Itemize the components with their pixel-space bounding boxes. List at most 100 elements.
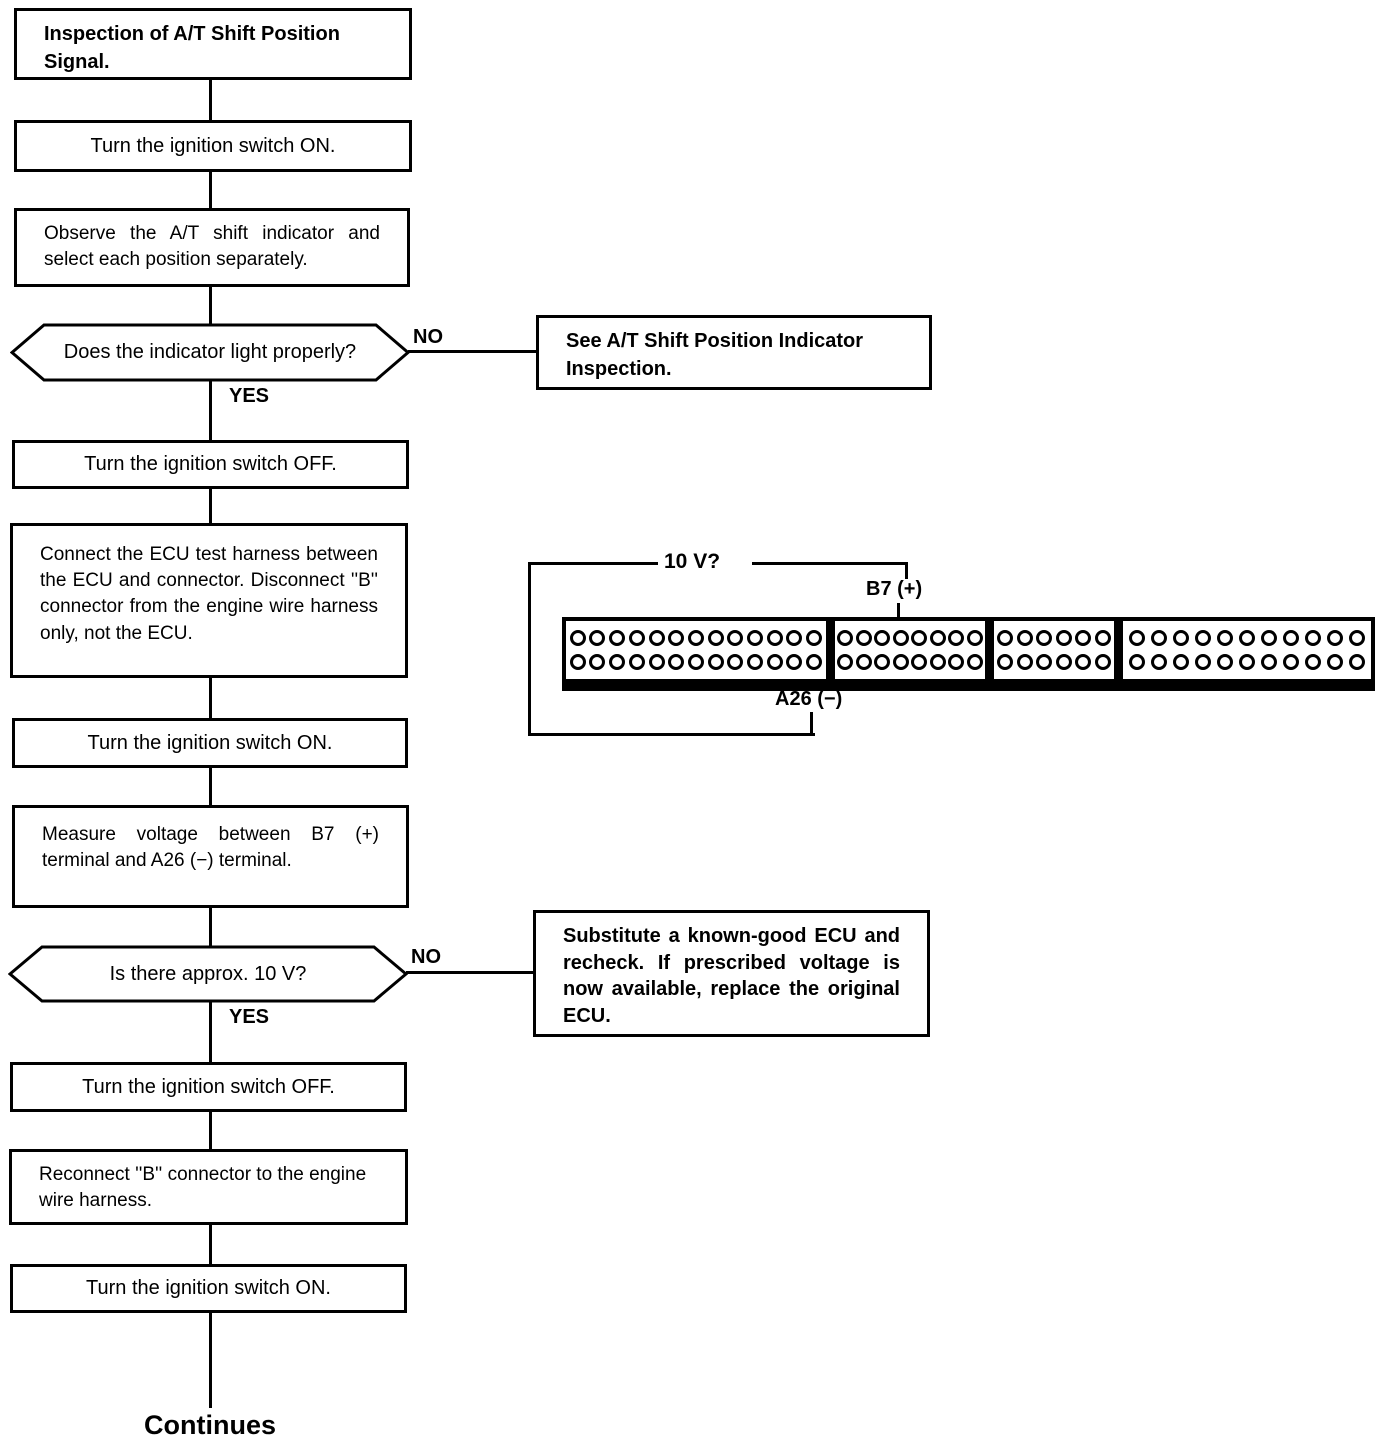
connector-pin <box>707 629 724 646</box>
connector-pin <box>1129 654 1145 671</box>
decision-label: Does the indicator light properly? <box>63 341 357 363</box>
step-connect-test-harness: Connect the ECU test harness between the… <box>10 523 408 678</box>
connector-pin <box>668 629 685 646</box>
connector-pin <box>1075 654 1092 671</box>
connector-pin <box>806 654 823 671</box>
step-ignition-on-1: Turn the ignition switch ON. <box>14 120 412 172</box>
flow-line <box>209 677 212 720</box>
connector-pin <box>1283 629 1299 646</box>
connector-section <box>835 621 985 679</box>
a26-pin-pointer-line <box>810 712 813 735</box>
connector-pin <box>1239 629 1255 646</box>
connector-pin <box>997 654 1014 671</box>
connector-pin <box>609 654 626 671</box>
connector-pin <box>1283 654 1299 671</box>
step-label: Turn the ignition switch ON. <box>86 1277 331 1299</box>
connector-pin <box>609 629 626 646</box>
connector-pin <box>786 629 803 646</box>
connector-pin <box>1055 629 1072 646</box>
connector-pin <box>628 629 645 646</box>
connector-pin <box>687 654 704 671</box>
connector-pin <box>1151 654 1167 671</box>
step-ignition-on-2: Turn the ignition switch ON. <box>12 718 408 768</box>
step-label: Connect the ECU test harness between the… <box>40 544 378 644</box>
connector-pin <box>747 629 764 646</box>
result-see-indicator-inspection: See A/T Shift Position Indicator Inspect… <box>536 315 932 390</box>
connector-pin <box>1305 629 1321 646</box>
connector-pin <box>1094 654 1111 671</box>
step-label: Reconnect ''B'' connector to the engine … <box>39 1164 367 1212</box>
connector-pin <box>648 629 665 646</box>
connector-pin <box>911 654 928 671</box>
negative-terminal-label: A26 (−) <box>775 688 843 710</box>
connector-pin <box>1055 654 1072 671</box>
connector-pin <box>747 654 764 671</box>
connector-pin <box>855 629 872 646</box>
connector-pin <box>1239 654 1255 671</box>
step-label: Turn the ignition switch ON. <box>90 134 336 157</box>
connector-pin <box>911 629 928 646</box>
connector-pin <box>929 654 946 671</box>
yes-edge-label: YES <box>229 385 270 407</box>
connector-pin-row <box>566 629 826 646</box>
flow-line <box>209 908 212 947</box>
connector-section <box>994 621 1114 679</box>
continues-label: Continues <box>144 1410 276 1440</box>
no-edge-label: NO <box>413 326 443 348</box>
connector-pin <box>1217 654 1233 671</box>
connector-pin <box>1195 654 1211 671</box>
connector-pin <box>1173 629 1189 646</box>
connector-pin <box>707 654 724 671</box>
connector-pin <box>837 629 854 646</box>
connector-pin <box>1173 654 1189 671</box>
no-branch-line <box>406 971 533 974</box>
flow-line <box>209 488 212 524</box>
step-label: Turn the ignition switch OFF. <box>84 453 337 475</box>
step-label: Measure voltage between B7 (+) terminal … <box>42 824 379 872</box>
connector-pin <box>892 654 909 671</box>
connector-pin <box>727 629 744 646</box>
measure-bracket-line <box>528 733 815 736</box>
connector-pin <box>855 654 872 671</box>
connector-pin <box>1327 629 1343 646</box>
connector-pin <box>1036 629 1053 646</box>
connector-pin-row <box>1123 654 1371 671</box>
connector-pin <box>966 629 983 646</box>
connector-pin <box>874 629 891 646</box>
flow-line <box>209 172 212 208</box>
connector-pin <box>589 629 606 646</box>
connector-pin <box>1349 654 1365 671</box>
flow-line <box>209 767 212 807</box>
connector-pin <box>1261 654 1277 671</box>
connector-pin <box>628 654 645 671</box>
decision-indicator-lights: Does the indicator light properly? <box>10 323 410 382</box>
flow-line <box>209 1225 212 1265</box>
flow-line <box>209 80 212 120</box>
connector-pin <box>766 654 783 671</box>
connector-pin <box>892 629 909 646</box>
positive-terminal-label: B7 (+) <box>866 578 923 600</box>
step-ignition-on-3: Turn the ignition switch ON. <box>10 1264 407 1313</box>
connector-section <box>566 621 826 679</box>
connector-pin <box>1349 629 1365 646</box>
connector-pin <box>648 654 665 671</box>
decision-label: Is there approx. 10 V? <box>109 962 307 985</box>
connector-pin <box>874 654 891 671</box>
result-label: Substitute a known-good ECU and recheck.… <box>563 925 900 1027</box>
no-edge-label: NO <box>411 946 441 968</box>
connector-pin <box>1094 629 1111 646</box>
connector-pin-row <box>566 654 826 671</box>
connector-pin <box>1129 629 1145 646</box>
connector-pin-row <box>1123 629 1371 646</box>
measure-bracket-line <box>752 562 908 565</box>
connector-pin <box>1195 629 1211 646</box>
start-node-label: Inspection of A/T Shift Position Signal. <box>44 23 340 73</box>
connector-pin <box>806 629 823 646</box>
ecu-connector <box>562 617 1375 691</box>
result-substitute-ecu: Substitute a known-good ECU and recheck.… <box>533 910 930 1037</box>
result-label: See A/T Shift Position Indicator Inspect… <box>566 330 864 380</box>
measure-bracket-line <box>528 562 658 565</box>
step-measure-voltage: Measure voltage between B7 (+) terminal … <box>12 805 409 908</box>
connector-pin-row <box>994 654 1114 671</box>
